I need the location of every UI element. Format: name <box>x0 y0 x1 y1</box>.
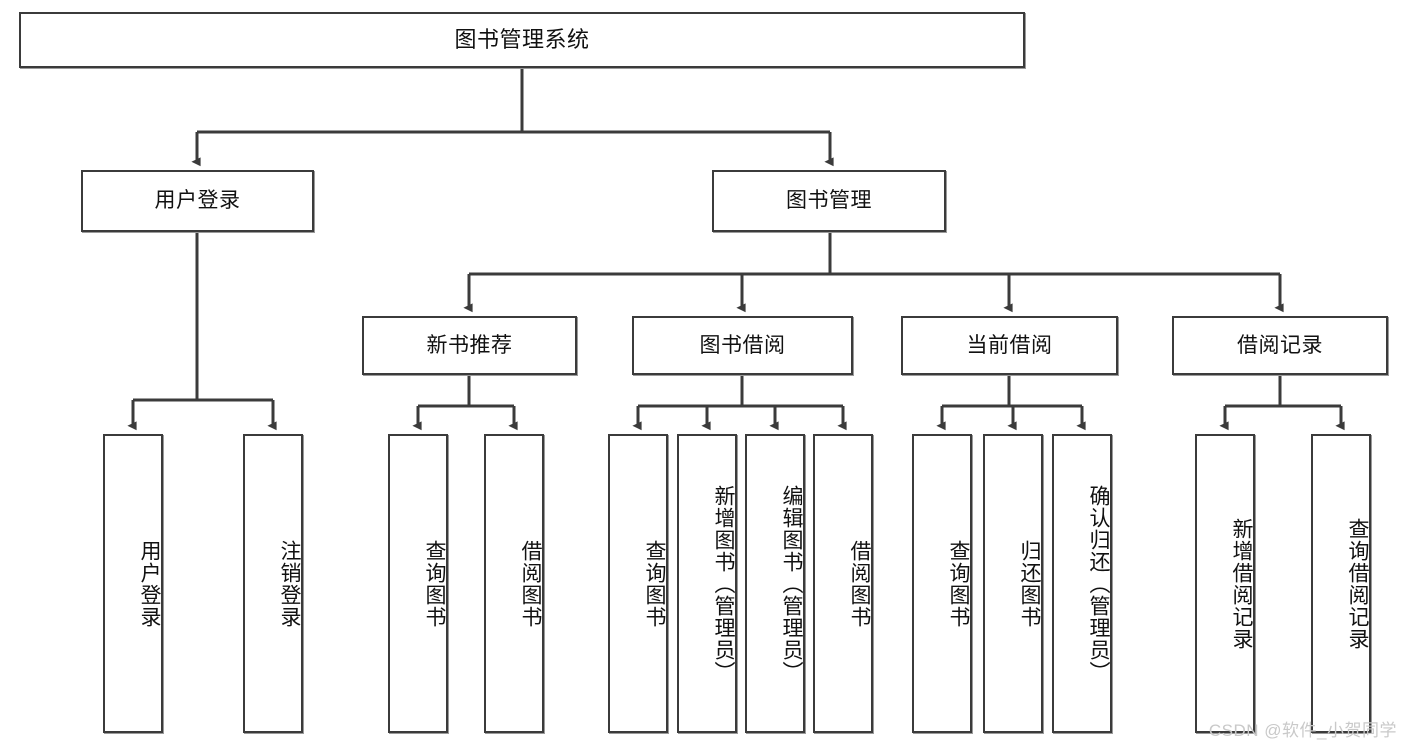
node-label: 新增借阅记录 <box>1230 517 1253 650</box>
csdn-watermark: CSDN @软件_小贺同学 <box>1208 721 1397 740</box>
node-label: 查询图书 <box>423 539 446 628</box>
node-leaf-user-logout[interactable]: 注销登录 <box>243 434 303 733</box>
node-leaf-add-record[interactable]: 新增借阅记录 <box>1195 434 1255 733</box>
node-label: 图书管理 <box>786 189 872 213</box>
node-leaf-user-login[interactable]: 用户登录 <box>103 434 163 733</box>
node-label: 用户登录 <box>138 539 161 628</box>
node-label: 查询借阅记录 <box>1346 517 1369 650</box>
node-label: 新增图书（管理员） <box>712 484 735 683</box>
node-user-login[interactable]: 用户登录 <box>81 170 314 232</box>
node-current-borrow[interactable]: 当前借阅 <box>901 316 1118 375</box>
node-label: 借阅记录 <box>1237 333 1323 357</box>
node-leaf-borrow-book-rec[interactable]: 借阅图书 <box>484 434 544 733</box>
node-label: 图书借阅 <box>699 333 786 357</box>
node-label: 归还图书 <box>1018 539 1041 628</box>
node-leaf-borrow-book[interactable]: 借阅图书 <box>813 434 873 733</box>
node-label: 图书管理系统 <box>454 26 590 52</box>
node-label: 查询图书 <box>643 539 666 628</box>
node-label: 当前借阅 <box>966 333 1053 357</box>
node-leaf-query-book-borrow[interactable]: 查询图书 <box>608 434 668 733</box>
node-borrow-record[interactable]: 借阅记录 <box>1172 316 1388 375</box>
node-book-manage[interactable]: 图书管理 <box>712 170 946 232</box>
node-root-system[interactable]: 图书管理系统 <box>19 12 1025 68</box>
node-label: 借阅图书 <box>848 539 871 628</box>
node-book-borrow[interactable]: 图书借阅 <box>632 316 853 375</box>
node-new-book-recommend[interactable]: 新书推荐 <box>362 316 577 375</box>
node-label: 新书推荐 <box>426 333 513 357</box>
node-label: 用户登录 <box>154 189 241 213</box>
node-label: 注销登录 <box>278 539 301 628</box>
node-label: 确认归还（管理员） <box>1087 484 1110 683</box>
node-leaf-confirm-return[interactable]: 确认归还（管理员） <box>1052 434 1112 733</box>
node-leaf-edit-book[interactable]: 编辑图书（管理员） <box>745 434 805 733</box>
node-leaf-query-book-rec[interactable]: 查询图书 <box>388 434 448 733</box>
node-leaf-return-book[interactable]: 归还图书 <box>983 434 1043 733</box>
node-label: 查询图书 <box>947 539 970 628</box>
node-leaf-query-record[interactable]: 查询借阅记录 <box>1311 434 1371 733</box>
node-label: 编辑图书（管理员） <box>780 484 803 683</box>
node-leaf-add-book[interactable]: 新增图书（管理员） <box>677 434 737 733</box>
node-leaf-query-book-cur[interactable]: 查询图书 <box>912 434 972 733</box>
node-label: 借阅图书 <box>519 539 542 628</box>
